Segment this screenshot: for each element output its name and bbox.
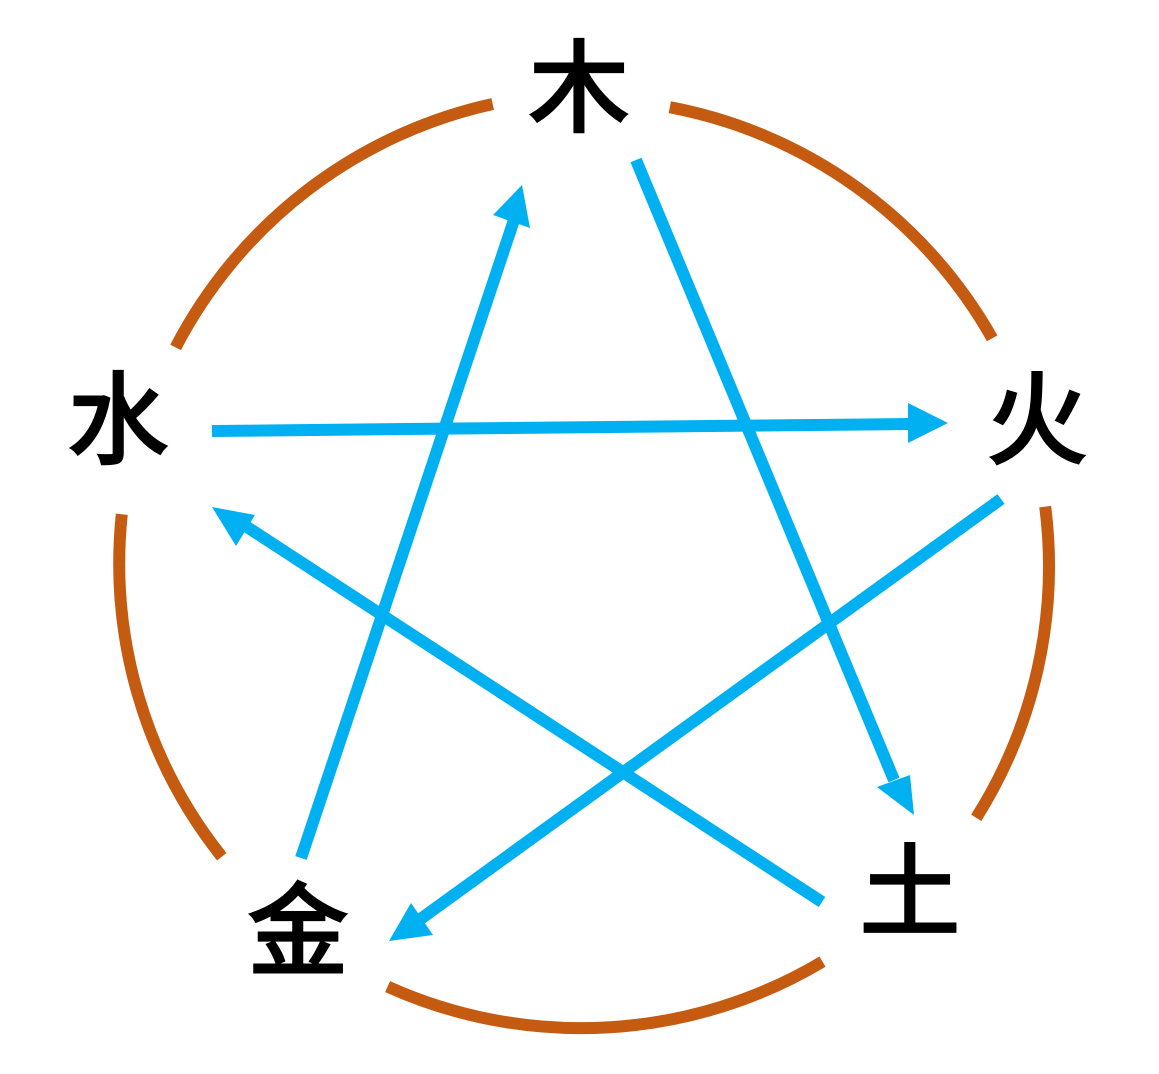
element-water: 水 xyxy=(68,363,169,480)
arrow-wood-to-earth xyxy=(630,157,914,815)
arc-water-wood xyxy=(170,98,494,351)
controlling-cycle xyxy=(211,157,1005,941)
element-wood: 木 xyxy=(529,31,629,148)
arrow-water-to-fire xyxy=(211,403,948,443)
arc-metal-water xyxy=(113,513,227,861)
element-labels: 木 火 土 金 水 xyxy=(68,31,1087,991)
arc-fire-earth xyxy=(971,505,1055,822)
arc-earth-metal xyxy=(385,956,826,1035)
arc-wood-fire xyxy=(668,101,998,342)
element-metal: 金 xyxy=(247,874,349,991)
arrow-earth-to-water xyxy=(212,507,826,908)
generating-cycle xyxy=(113,98,1055,1035)
element-earth: 土 xyxy=(860,835,960,952)
arrow-fire-to-metal xyxy=(389,494,1005,941)
arrow-metal-to-wood xyxy=(295,185,530,860)
element-fire: 火 xyxy=(987,363,1087,480)
